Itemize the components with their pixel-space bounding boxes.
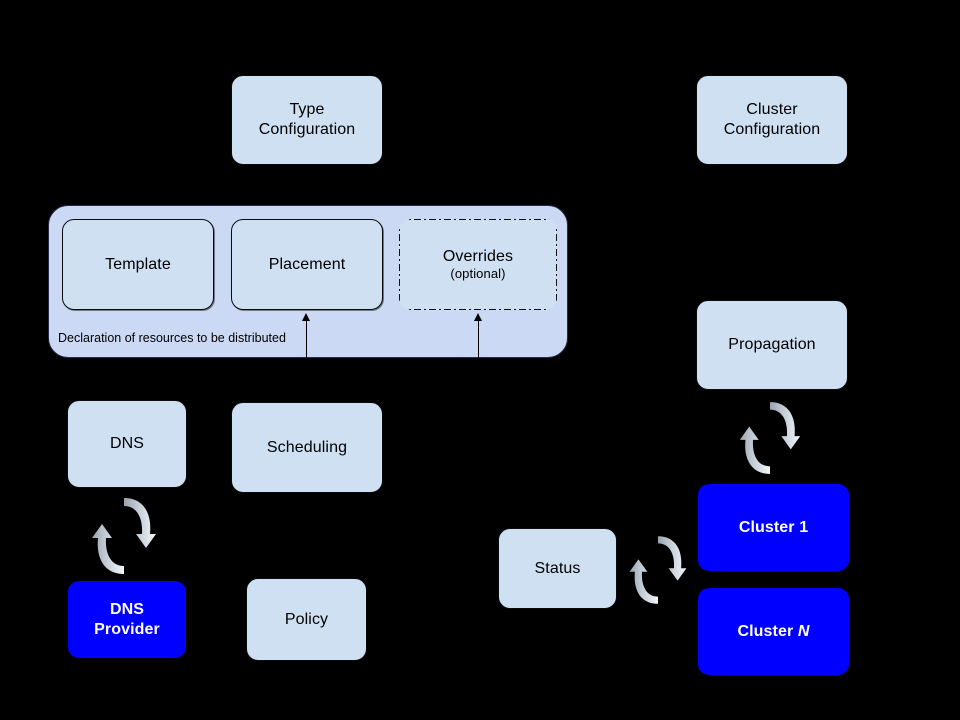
sync-arrows-icon-propagation bbox=[736, 393, 804, 483]
node-policy-label: Policy bbox=[284, 610, 329, 628]
node-overrides-sublabel: (optional) bbox=[450, 266, 506, 282]
connector-typeconfig-to-overrides bbox=[477, 194, 478, 214]
sync-arrows-icon-status bbox=[626, 524, 690, 616]
node-status-label: Status bbox=[534, 559, 581, 577]
node-cluster-configuration-line1: Cluster bbox=[746, 101, 798, 119]
node-dns-provider-line2: Provider bbox=[94, 620, 160, 638]
arrowhead-overrides-up bbox=[473, 313, 482, 321]
node-overrides-label: Overrides bbox=[442, 247, 514, 265]
node-placement[interactable]: Placement bbox=[231, 219, 383, 310]
connector-typeconfig-to-placement bbox=[306, 194, 307, 214]
group-caption: Declaration of resources to be distribut… bbox=[58, 331, 286, 345]
node-placement-label: Placement bbox=[268, 255, 346, 273]
node-type-configuration-line1: Type bbox=[289, 101, 325, 119]
node-overrides[interactable]: Overrides (optional) bbox=[399, 219, 557, 310]
node-policy[interactable]: Policy bbox=[246, 578, 367, 661]
node-dns-provider[interactable]: DNS Provider bbox=[67, 580, 187, 659]
node-propagation[interactable]: Propagation bbox=[696, 300, 848, 390]
node-cluster-n-suffix: N bbox=[797, 622, 810, 640]
node-scheduling[interactable]: Scheduling bbox=[231, 402, 383, 493]
node-cluster-1-prefix: Cluster bbox=[738, 518, 800, 536]
node-dns-label: DNS bbox=[109, 435, 145, 453]
node-type-configuration[interactable]: Type Configuration bbox=[231, 75, 383, 165]
node-scheduling-label: Scheduling bbox=[266, 438, 348, 456]
node-template-label: Template bbox=[105, 255, 171, 273]
sync-arrows-icon-dns bbox=[88, 492, 160, 580]
node-cluster-n-prefix: Cluster bbox=[737, 622, 798, 640]
node-propagation-label: Propagation bbox=[728, 336, 816, 354]
node-template[interactable]: Template bbox=[62, 219, 214, 310]
node-cluster-1-suffix: 1 bbox=[799, 518, 809, 536]
node-cluster-n-label: Cluster N bbox=[737, 622, 809, 642]
node-dns[interactable]: DNS bbox=[67, 400, 187, 488]
node-cluster-1[interactable]: Cluster 1 bbox=[697, 483, 850, 572]
node-dns-provider-line1: DNS bbox=[109, 600, 145, 618]
node-status[interactable]: Status bbox=[498, 528, 617, 609]
node-cluster-n[interactable]: Cluster N bbox=[697, 587, 850, 676]
node-cluster-1-label: Cluster 1 bbox=[739, 518, 808, 538]
node-type-configuration-line2: Configuration bbox=[258, 121, 356, 138]
node-cluster-configuration-line2: Configuration bbox=[723, 121, 821, 138]
connector-policy-to-overrides bbox=[478, 320, 479, 358]
arrowhead-placement-up bbox=[301, 313, 310, 321]
connector-typeconfig-to-template bbox=[137, 194, 138, 214]
node-cluster-configuration[interactable]: Cluster Configuration bbox=[696, 75, 848, 165]
connector-scheduling-to-placement bbox=[306, 320, 307, 358]
